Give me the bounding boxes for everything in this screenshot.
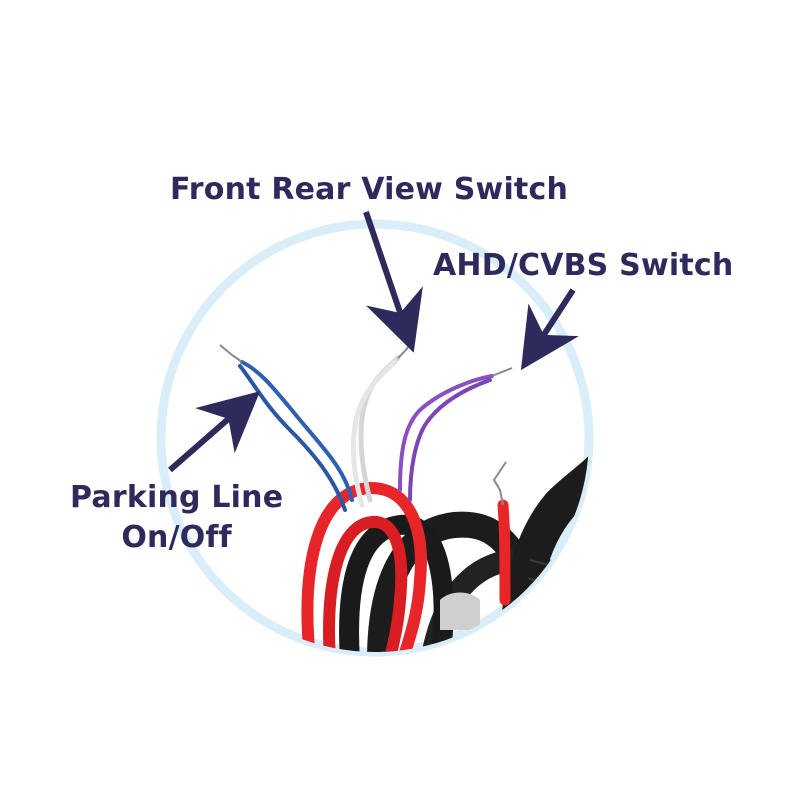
black-cable-loop-3 [339, 514, 454, 652]
purple-wire-strand-a [398, 374, 494, 492]
label-ahd-cvbs-switch: AHD/CVBS Switch [433, 248, 734, 283]
blue-wire-tip [219, 344, 243, 363]
purple-wire-strand-b [408, 378, 492, 502]
white-wire-strand-b [350, 359, 398, 508]
red-wire-tip [492, 461, 507, 506]
arrow-ahd-cvbs [520, 288, 579, 371]
label-parking-line-line2: On/Off [121, 520, 232, 555]
label-parking-line: Parking Line On/Off [70, 478, 283, 558]
red-wire-right [497, 499, 511, 606]
red-wire-loop-inner [323, 515, 408, 652]
cable-shadow [440, 592, 480, 630]
red-wire-loop-outer [301, 481, 427, 652]
label-front-rear-view-switch: Front Rear View Switch [170, 172, 569, 207]
label-parking-line-line1: Parking Line [70, 480, 284, 515]
blue-wire-strand-b [238, 364, 347, 512]
arrow-front-rear [363, 211, 423, 353]
arrow-parking-line [168, 391, 261, 473]
blue-wire-strand-a [240, 360, 354, 502]
purple-wire-tip [491, 367, 513, 377]
